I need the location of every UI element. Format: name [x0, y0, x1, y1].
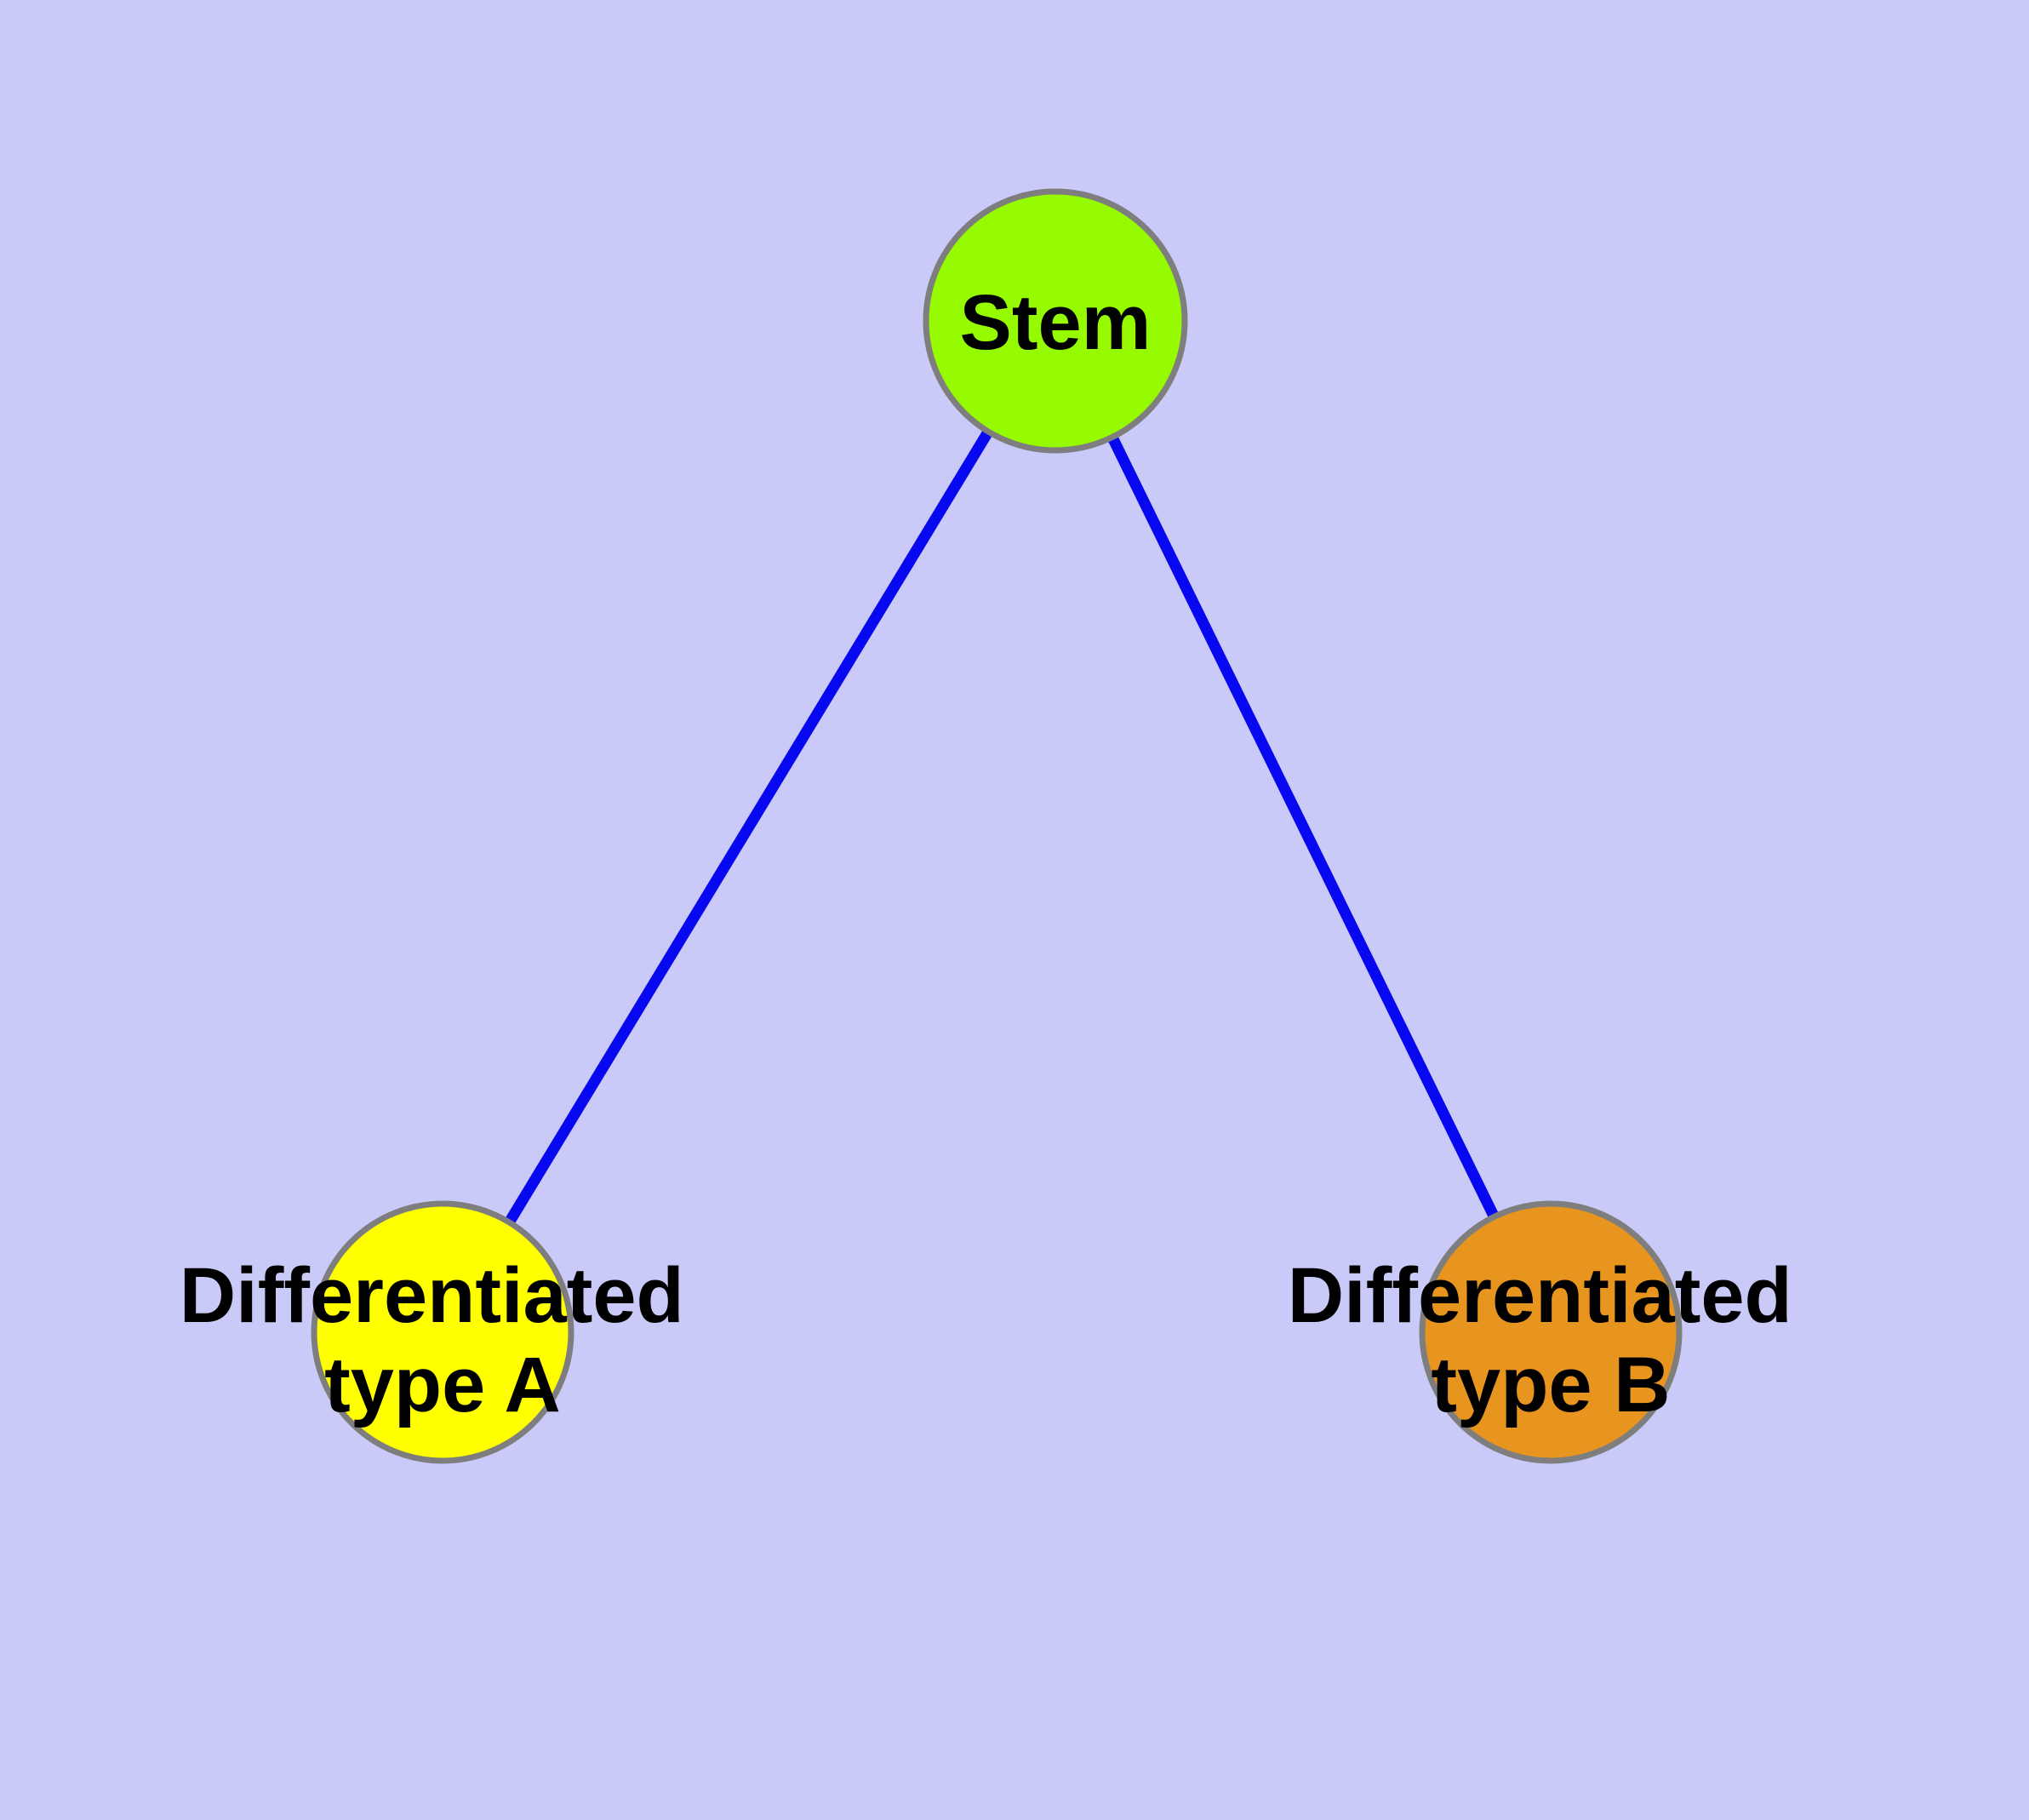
node-stem-label: Stem [960, 279, 1152, 366]
edge-stem-to-type-b [1050, 318, 1556, 1335]
edge-stem-to-type-a [437, 318, 1060, 1336]
node-type-a-label-line2: type A [324, 1342, 561, 1428]
node-type-b-circle [1419, 1200, 1683, 1464]
node-type-b-label-line1: Differentiated [1288, 1252, 1792, 1339]
node-type-a-circle [311, 1200, 574, 1464]
node-type-a-label: Differentiated type A [180, 1252, 706, 1428]
node-type-b-label: Differentiated type B [1288, 1252, 1815, 1428]
node-type-b-label-line2: type B [1431, 1342, 1670, 1428]
node-type-a-label-line1: Differentiated [180, 1252, 684, 1339]
node-stem-circle [923, 188, 1188, 454]
